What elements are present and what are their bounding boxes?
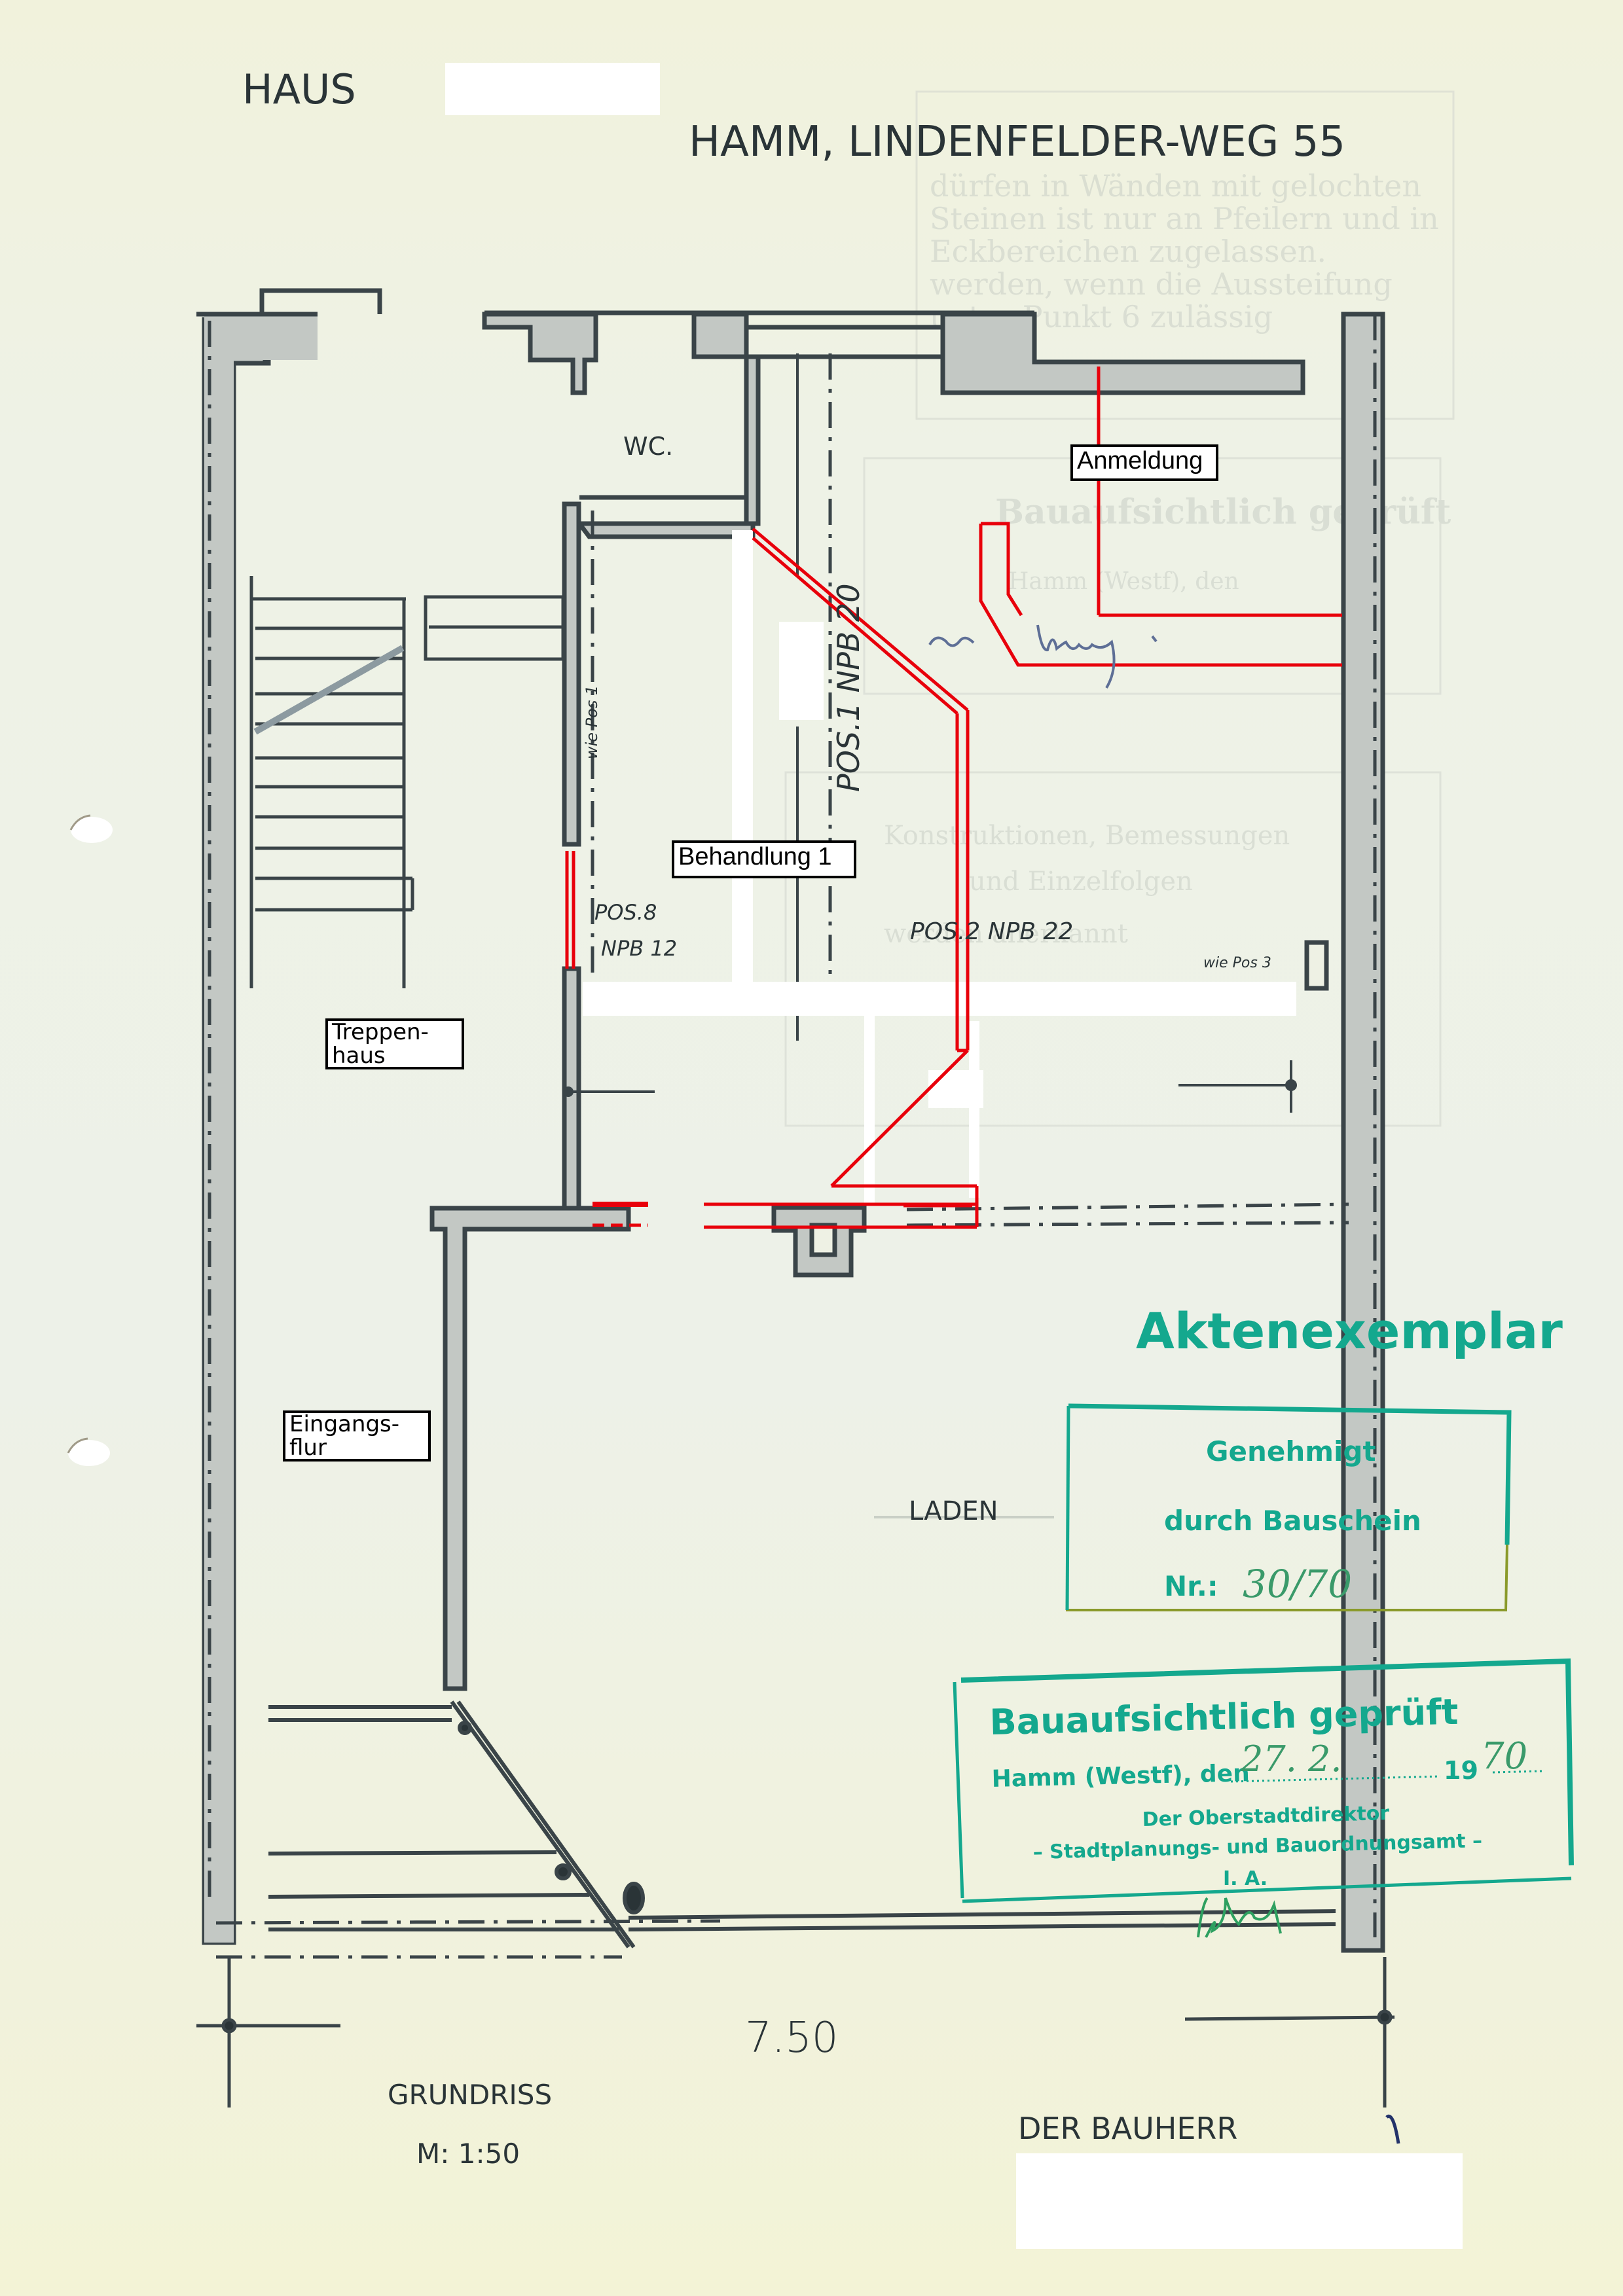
gepruft-stamp: Bauaufsichtlich geprüft Hamm (Westf), de…	[953, 1658, 1574, 1938]
svg-text:durch Bauschein: durch Bauschein	[1164, 1505, 1421, 1537]
svg-text:70: 70	[1481, 1735, 1527, 1778]
wie-pos1-annotation: wie Pos 1	[583, 685, 601, 759]
svg-text:Genehmigt: Genehmigt	[1206, 1435, 1376, 1467]
owner-label: DER BAUHERR	[1018, 2111, 1237, 2146]
dimension-line	[196, 1957, 1395, 2108]
aktenexemplar-stamp: Aktenexemplar	[1136, 1302, 1563, 1360]
address-title: HAMM, LINDENFELDER-WEG 55	[689, 118, 1345, 166]
room-label-behandlung: Behandlung 1	[672, 840, 856, 878]
pos2-label: POS.2 NPB 22	[910, 918, 1073, 945]
redaction-areas	[583, 530, 1296, 1204]
hole-punch-marks	[67, 814, 113, 1466]
behandlung-text: Behandlung 1	[678, 843, 832, 870]
svg-text:19: 19	[1444, 1756, 1478, 1785]
svg-text:Eckbereichen zugelassen.: Eckbereichen zugelassen.	[930, 234, 1326, 269]
house-label: HAUS	[242, 65, 356, 113]
wc-label: WC.	[623, 432, 673, 461]
room-label-eingangsflur: Eingangs- flur	[283, 1410, 431, 1462]
staircase	[249, 576, 565, 988]
eingangsflur-line1: Eingangs-	[289, 1411, 400, 1437]
svg-text:Aktenexemplar: Aktenexemplar	[1136, 1302, 1563, 1360]
room-label-anmeldung: Anmeldung	[1070, 444, 1218, 481]
svg-text:Steinen ist nur an Pfeilern un: Steinen ist nur an Pfeilern und in	[930, 201, 1439, 236]
treppenhaus-line2: haus	[332, 1042, 386, 1069]
eingangsflur-line2: flur	[289, 1434, 327, 1461]
red-markup-walls	[565, 367, 1342, 1229]
svg-text:dürfen in Wänden mit gelochten: dürfen in Wänden mit gelochten	[930, 168, 1421, 204]
svg-text:Hamm (Westf), den: Hamm (Westf), den	[991, 1760, 1250, 1793]
svg-text:I. A.: I. A.	[1223, 1867, 1267, 1890]
pos8-npb-label: NPB 12	[601, 936, 677, 961]
svg-text:Bauaufsichtlich geprüft: Bauaufsichtlich geprüft	[989, 1691, 1459, 1743]
dimension-value: 7.50	[745, 2014, 839, 2062]
treppenhaus-line1: Treppen-	[332, 1019, 429, 1045]
signature-stroke	[1385, 2114, 1400, 2144]
svg-text:werden, wenn die Aussteifung: werden, wenn die Aussteifung	[930, 266, 1393, 302]
redacted-name-footer	[1016, 2153, 1463, 2249]
plan-scale: M: 1:50	[416, 2138, 520, 2170]
svg-text:Nr.:: Nr.:	[1164, 1570, 1218, 1602]
pos1-annotation: POS.1 NPB 20	[831, 583, 866, 792]
handwritten-signature	[928, 624, 1158, 689]
plan-title: GRUNDRISS	[388, 2079, 552, 2111]
svg-text:27. 2.: 27. 2.	[1240, 1738, 1342, 1780]
pos8-label: POS.8	[594, 900, 657, 925]
wie-pos3-label: wie Pos 3	[1203, 955, 1271, 971]
anmeldung-text: Anmeldung	[1077, 447, 1203, 475]
svg-text:– Stadtplanungs- und Bauordnun: – Stadtplanungs- und Bauordnungsamt –	[1032, 1829, 1482, 1864]
genehmigt-stamp: Genehmigt durch Bauschein Nr.: 30/70	[1065, 1403, 1512, 1611]
laden-label: LADEN	[909, 1496, 998, 1526]
room-label-treppenhaus: Treppen- haus	[325, 1018, 464, 1069]
svg-text:werden anerkannt: werden anerkannt	[884, 919, 1128, 949]
redacted-name-header	[445, 63, 660, 115]
svg-text:und Einzelfolgen: und Einzelfolgen	[969, 867, 1193, 897]
svg-text:Konstruktionen, Bemessungen: Konstruktionen, Bemessungen	[884, 821, 1290, 851]
svg-text:Hamm (Westf), den: Hamm (Westf), den	[1008, 568, 1239, 595]
svg-text:30/70: 30/70	[1243, 1562, 1352, 1606]
